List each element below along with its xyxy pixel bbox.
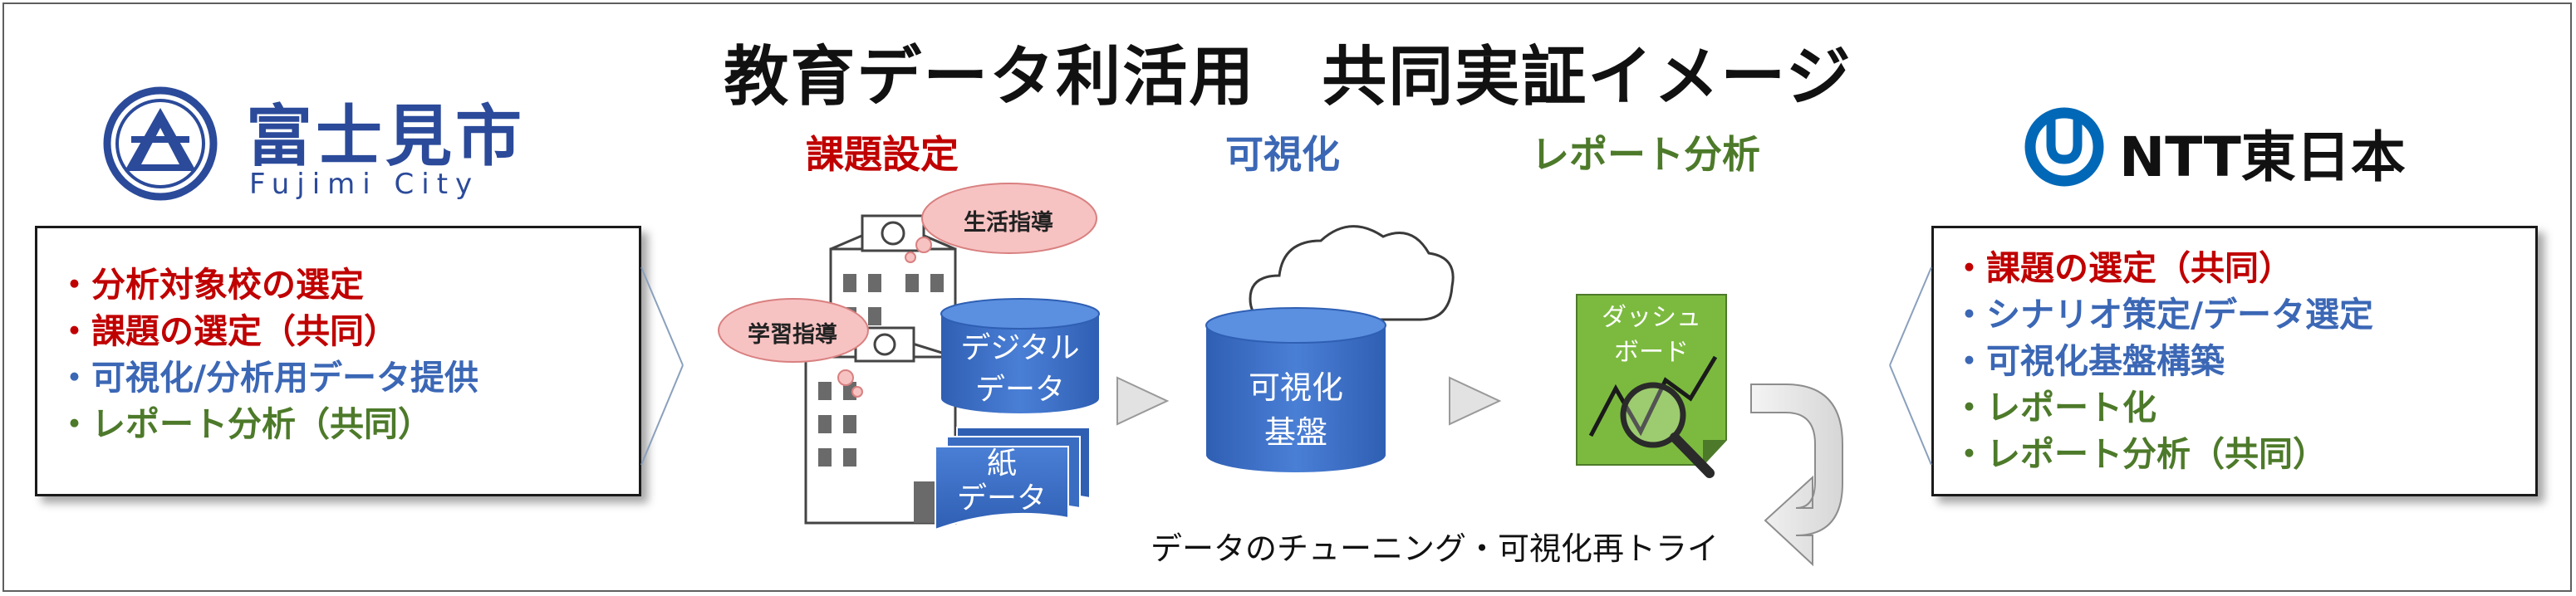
- phase-issue-label: 課題設定: [806, 132, 959, 177]
- list-item: レポート化: [1952, 384, 2535, 431]
- ntt-logo-text: NTT東日本: [2119, 125, 2406, 189]
- dashboard-line1: ダッシュ: [1602, 303, 1701, 332]
- platform-line2: 基盤: [1263, 414, 1327, 451]
- fujimi-logo: 富士見市 Fujimi City: [98, 81, 563, 206]
- list-item: シナリオ策定/データ選定: [1952, 291, 2535, 338]
- ntt-logo: NTT東日本: [2024, 106, 2456, 189]
- list-item: 課題の選定（共同）: [1952, 245, 2535, 291]
- digital-data-line1: デジタル: [960, 331, 1080, 365]
- life-guidance-label: 生活指導: [964, 210, 1053, 236]
- digital-data-label: デジタル データ: [941, 328, 1099, 411]
- flow-arrow-2-icon: [1449, 376, 1502, 426]
- fujimi-logo-kanji: 富士見市: [246, 98, 525, 175]
- fujimi-emblem-icon: [103, 86, 218, 201]
- life-guidance-bubble: [905, 183, 1097, 263]
- study-guidance-label: 学習指導: [748, 322, 837, 348]
- school-building-icon: [804, 214, 957, 525]
- retry-loop-caption: データのチューニング・可視化再トライ: [1151, 530, 1720, 567]
- cloud-icon: [1249, 225, 1455, 321]
- list-item: 課題の選定（共同）: [57, 308, 639, 354]
- paper-data-icon: [935, 427, 1091, 531]
- list-item: 分析対象校の選定: [57, 261, 639, 308]
- list-item: 可視化基盤構築: [1952, 338, 2535, 384]
- ntt-logo-icon: [2024, 107, 2104, 187]
- dashboard-line2: ボード: [1614, 338, 1689, 367]
- study-guidance-bubble: [718, 298, 869, 398]
- ntt-role-list: 課題の選定（共同） シナリオ策定/データ選定 可視化基盤構築 レポート化 レポー…: [1952, 245, 2535, 477]
- paper-data-line1: 紙: [986, 447, 1017, 481]
- paper-data-line2: データ: [956, 481, 1047, 515]
- phase-report-label: レポート分析: [1531, 132, 1760, 177]
- fujimi-logo-roman: Fujimi City: [249, 168, 480, 201]
- dashboard-label: ダッシュ ボード: [1577, 300, 1726, 370]
- flow-arrow-1-icon: [1116, 376, 1170, 426]
- ntt-role-box: 課題の選定（共同） シナリオ策定/データ選定 可視化基盤構築 レポート化 レポー…: [1931, 226, 2538, 496]
- fujimi-role-box: 分析対象校の選定 課題の選定（共同） 可視化/分析用データ提供 レポート分析（共…: [35, 226, 641, 496]
- paper-data-label: 紙 データ: [935, 447, 1068, 516]
- right-bracket-connector: [1889, 266, 1932, 466]
- digital-data-line2: データ: [974, 373, 1065, 407]
- platform-label: 可視化 基盤: [1206, 365, 1386, 455]
- retry-loop-arrow-icon: [1750, 383, 1843, 567]
- page-title: 教育データ利活用 共同実証イメージ: [724, 40, 1852, 115]
- list-item: 可視化/分析用データ提供: [57, 354, 639, 401]
- fujimi-role-list: 分析対象校の選定 課題の選定（共同） 可視化/分析用データ提供 レポート分析（共…: [57, 261, 639, 447]
- platform-line1: 可視化: [1248, 369, 1343, 406]
- list-item: レポート分析（共同）: [57, 401, 639, 447]
- dashboard-icon: [1576, 294, 1727, 478]
- phase-visualize-label: 可視化: [1225, 132, 1340, 177]
- list-item: レポート分析（共同）: [1952, 431, 2535, 477]
- digital-data-cylinder-icon: [940, 298, 1100, 413]
- left-bracket-connector: [640, 266, 684, 466]
- visualization-platform-cylinder-icon: [1205, 307, 1386, 472]
